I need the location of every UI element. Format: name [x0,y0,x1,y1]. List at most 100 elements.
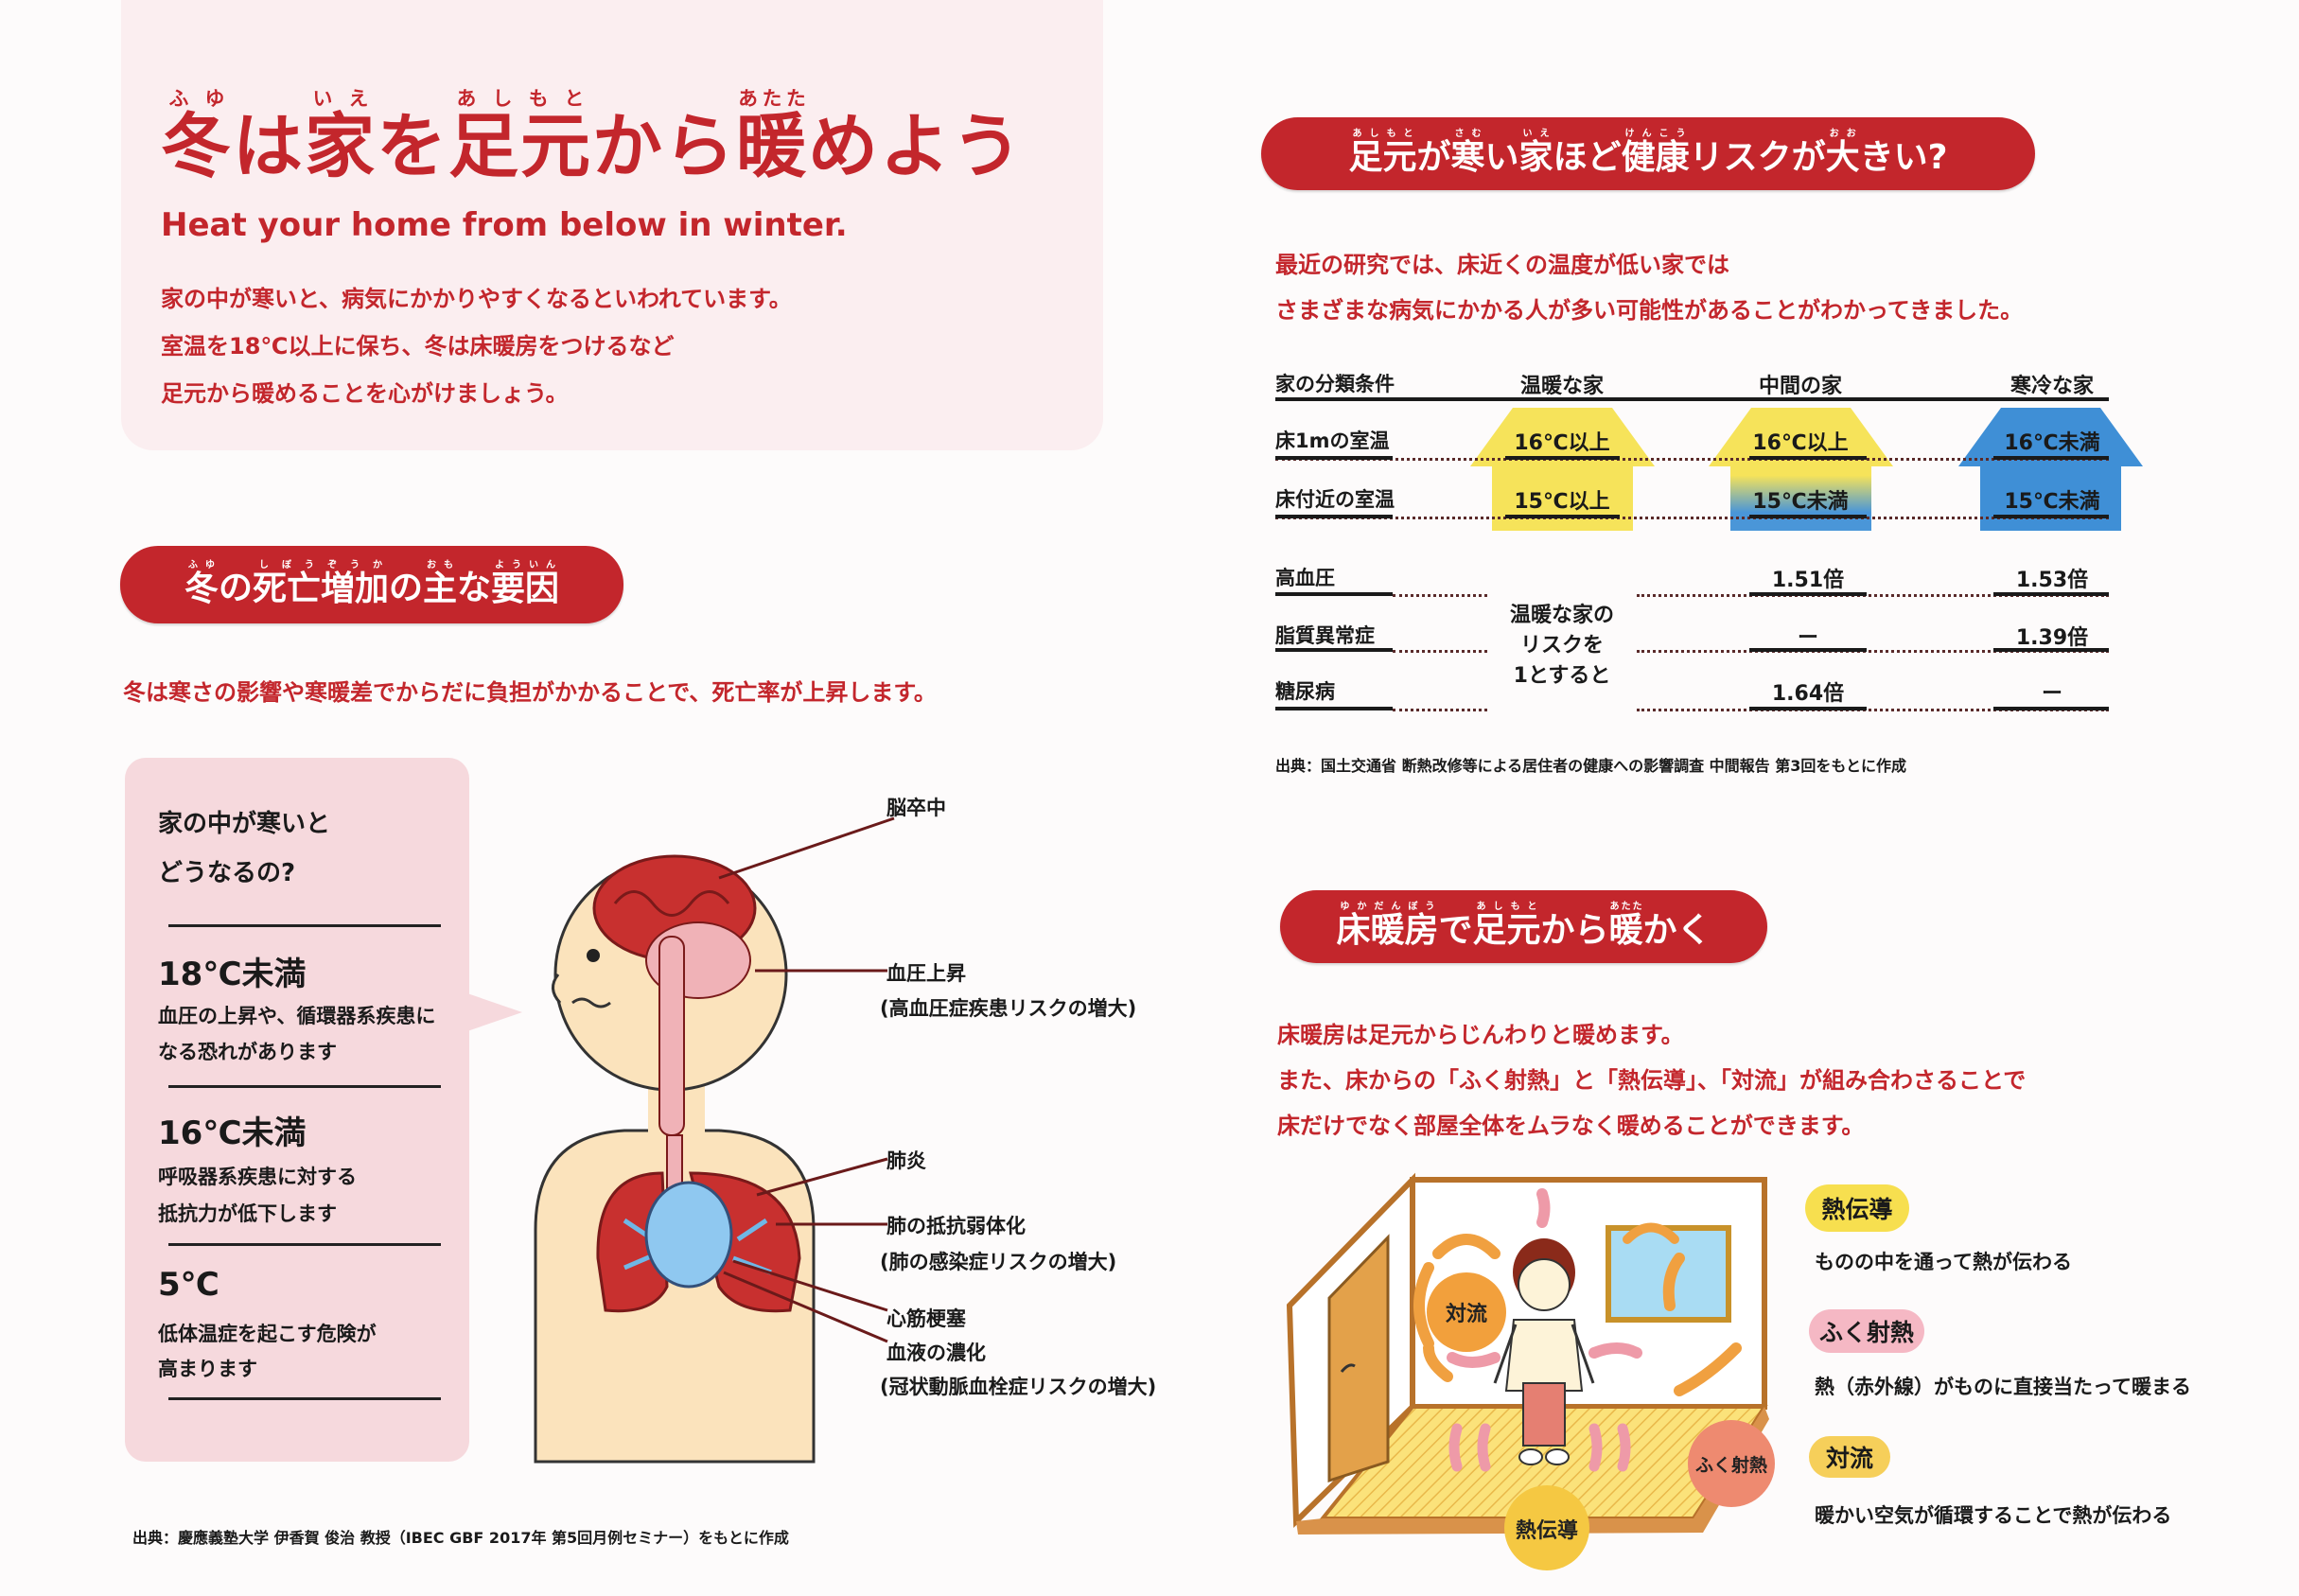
heading-text: の [389,569,424,607]
floor-line-1: 床暖房は足元からじんわりと暖めます。 [1277,1022,1684,1048]
cell-warm-1m: 16℃以上 [1514,431,1610,455]
legend-conduction-badge: 熱伝導 [1805,1184,1909,1232]
cell-intermediate-floor: 15℃未満 [1752,490,1849,514]
row-label-dyslipidemia: 脂質異常症 [1275,624,1375,647]
left-lung [596,1171,669,1313]
label-myocardial-infarction: 心筋梗塞 [886,1307,966,1330]
legend-convection-desc: 暖かい空気が循環することで熱が伝わる [1815,1504,2172,1527]
intro-box [121,0,1103,450]
furigana: よういん [491,559,560,570]
cell-cold-floor: 15℃未満 [2004,490,2100,514]
table-header-intermediate: 中間の家 [1758,375,1842,398]
convection-badge-label: 対流 [1446,1302,1487,1326]
ruby-text: 家いえ [1518,129,1553,177]
furigana: いえ [1518,129,1553,139]
heat-arrows [1413,1188,1742,1472]
legend-conduction-desc: ものの中を通って熱が伝わる [1815,1251,2072,1273]
heart [644,1181,733,1289]
convection-badge [1427,1272,1506,1352]
divider [168,1085,441,1088]
cell-intermediate-diabetes: 1.64倍 [1771,682,1845,706]
spinal-cord [658,936,685,1136]
heading-text: から [1540,910,1609,950]
row-rule [1275,517,2109,519]
cell-intermediate-1m: 16℃以上 [1752,431,1849,455]
furigana: ゆかだんぼう [1336,902,1439,912]
ruby-text: 要因よういん [491,559,560,608]
label-blood-thickening: 血液の濃化 [886,1342,986,1364]
conduction-badge [1504,1485,1589,1570]
ruby-text: 冬ふゆ [161,87,233,187]
temp-16-desc-1: 呼吸器系疾患に対する [158,1166,357,1188]
temp-18-desc-2: なる恐れがあります [158,1041,337,1063]
furigana: あしもと [1348,129,1417,139]
ruby-text: 足元あしもと [1472,902,1541,950]
floor-line-3: 床だけでなく部屋全体をムラなく暖めることができます。 [1277,1113,1865,1139]
cell-cold-dyslipidemia: 1.39倍 [2015,626,2089,650]
label-pneumonia: 肺炎 [886,1149,926,1172]
cold-house-panel [125,758,469,1462]
ruby-text: 主おも [423,559,458,608]
row-label-1m-temp: 床1mの室温 [1275,430,1390,452]
heading-text: かく [1642,910,1711,950]
intro-line-2: 室温を18℃以上に保ち、冬は床暖房をつけるなど [161,333,675,360]
furigana: あたた [1608,902,1643,912]
conduction-badge-label: 熱伝導 [1516,1518,1578,1543]
heading-text: な [457,569,492,607]
ruby-text: 足あし [448,87,520,187]
ruby-text: 足元あしもと [1348,129,1417,177]
heading-text: い [1484,137,1519,177]
cell-intermediate-dyslipidemia: ー [1797,626,1818,650]
furigana: あしもと [1472,902,1541,912]
ruby-text: 家いえ [305,87,377,187]
furigana: ぞうか [320,559,389,570]
cell-cold-1m: 16℃未満 [2004,431,2100,455]
furigana: いえ [305,87,377,110]
heading-text: が [1416,137,1451,177]
furigana: けんこう [1621,129,1690,139]
section-header-health-risk: 足元あしもとが寒さむい家いえほど健康けんこうリスクが大おおきい? [1261,117,2035,190]
furigana: もと [520,87,592,110]
heading-text: を [377,106,448,187]
source-citation-left: 出典：慶應義塾大学 伊香賀 俊治 教授（IBEC GBF 2017年 第5回月例… [132,1529,789,1547]
section-header-floor-heating: 床暖房ゆかだんぼうで足元あしもとから暖あたたかく [1280,890,1767,963]
cell-warm-floor: 15℃以上 [1514,490,1610,514]
row-label-diabetes: 糖尿病 [1275,680,1335,703]
english-subtitle: Heat your home from below in winter. [161,206,848,244]
temp-5-desc-1: 低体温症を起こす危険が [158,1323,377,1345]
heading-text: ほど [1553,137,1622,177]
furigana: ふゆ [184,559,219,570]
table-header-condition: 家の分類条件 [1275,373,1395,395]
divider [168,924,441,927]
ruby-text: 元もと [520,87,592,187]
legend-convection-badge: 対流 [1809,1436,1890,1478]
heading-text: の [218,569,253,607]
furigana: おも [423,559,458,570]
heading-text: きい? [1859,137,1948,177]
divider [168,1243,441,1246]
legend-radiation-desc: 熱（赤外線）がものに直接当たって暖まる [1815,1376,2191,1398]
furigana: あたた [736,87,808,110]
room-illustration: 対流 熱伝導 ふく射熱 [1286,1172,1775,1570]
temp-5-desc-2: 高まります [158,1358,257,1380]
row-label-hypertension: 高血圧 [1275,567,1335,589]
baseline-note-3: 1とすると [1513,664,1611,688]
furigana: ふゆ [161,87,233,110]
person [1493,1238,1595,1465]
ruby-text: 大おお [1825,129,1860,177]
ruby-text: 床暖房ゆかだんぼう [1336,902,1439,950]
furigana: さむ [1450,129,1485,139]
label-blood-pressure: 血圧上昇 [886,962,966,985]
table-header-warm: 温暖な家 [1519,375,1604,398]
table-header-cold: 寒冷な家 [2009,375,2094,398]
door-handle [1340,1363,1356,1373]
label-blood-thickening-sub: (冠状動脈血栓症リスクの増大) [880,1376,1157,1398]
heading-text: リスクが [1689,137,1826,177]
label-lung-resistance: 肺の抵抗弱体化 [886,1215,1026,1237]
furigana: おお [1825,129,1860,139]
temp-5: 5℃ [158,1266,219,1304]
furigana: しぼう [252,559,321,570]
temp-18: 18℃未満 [158,956,307,993]
baseline-note-1: 温暖な家の [1509,604,1614,627]
